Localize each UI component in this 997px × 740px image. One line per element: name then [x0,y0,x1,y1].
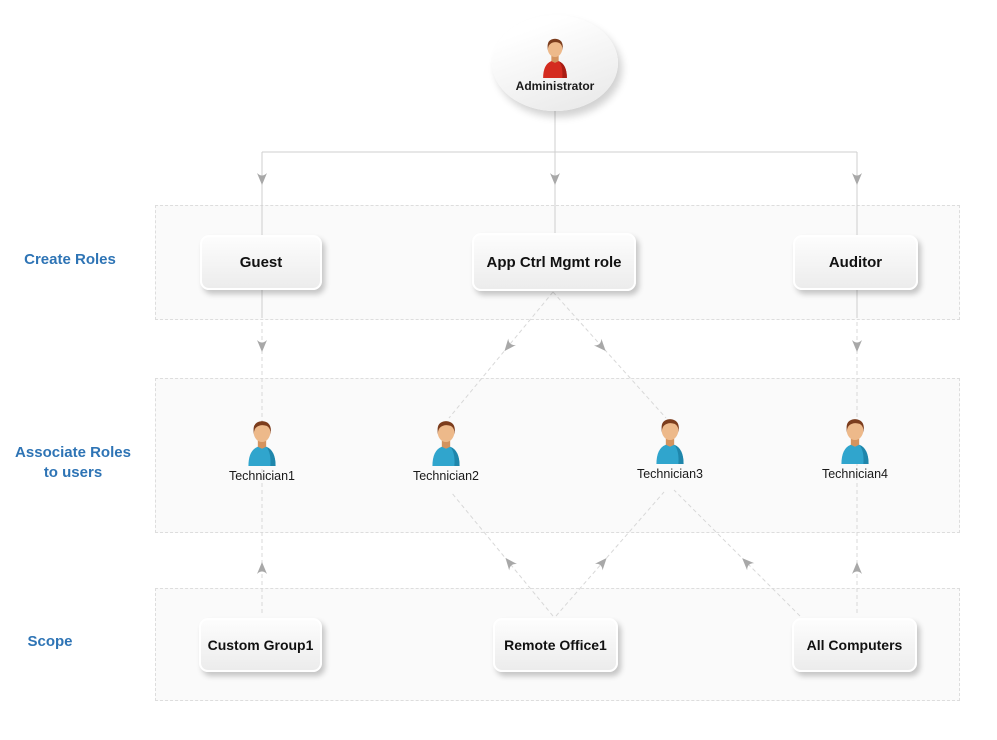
node-technician3: Technician3 [615,416,725,481]
arrow-down-appctrl [550,173,560,185]
node-custom-group1: Custom Group1 [199,618,322,672]
node-technician2: Technician2 [391,418,501,483]
node-auditor: Auditor [793,235,918,290]
technician1-avatar-icon [248,421,276,466]
node-technician4: Technician4 [800,416,910,481]
arrow-up-tech1 [257,562,267,574]
technician1-label: Technician1 [228,469,295,483]
row-label-associate-line2: to users [43,464,103,482]
administrator-label: Administrator [515,78,595,93]
arrow-up-tech4 [852,562,862,574]
arrow-down-guest [257,173,267,185]
row-label-associate-roles: Associate Roles to users [7,443,139,484]
row-label-scope: Scope [27,633,73,650]
arrow-down-auditor [852,173,862,185]
technician2-label: Technician2 [412,469,479,483]
technician3-avatar-icon [656,419,684,464]
technician2-avatar-icon [432,421,460,466]
technician4-label: Technician4 [821,467,888,481]
node-remote-office1: Remote Office1 [493,618,618,672]
technician3-label: Technician3 [636,467,703,481]
arrow-remote-tech2 [505,557,517,571]
arrow-appctrl-tech2 [504,338,516,352]
administrator-avatar-icon [543,38,567,78]
node-guest: Guest [200,235,322,290]
row-label-associate-line1: Associate Roles [15,444,131,461]
arrow-allcomp-tech3 [742,558,755,571]
arrow-down-tech1 [257,340,267,352]
arrow-down-tech4 [852,340,862,352]
technician4-avatar-icon [841,419,869,464]
arrow-remote-tech3 [594,557,607,571]
row-label-create-roles: Create Roles [24,251,116,268]
node-app-ctrl-mgmt-role: App Ctrl Mgmt role [472,233,636,291]
node-technician1: Technician1 [207,418,317,483]
node-all-computers: All Computers [792,618,917,672]
administrator-node: Administrator [492,15,618,111]
arrow-appctrl-tech3 [593,338,606,351]
